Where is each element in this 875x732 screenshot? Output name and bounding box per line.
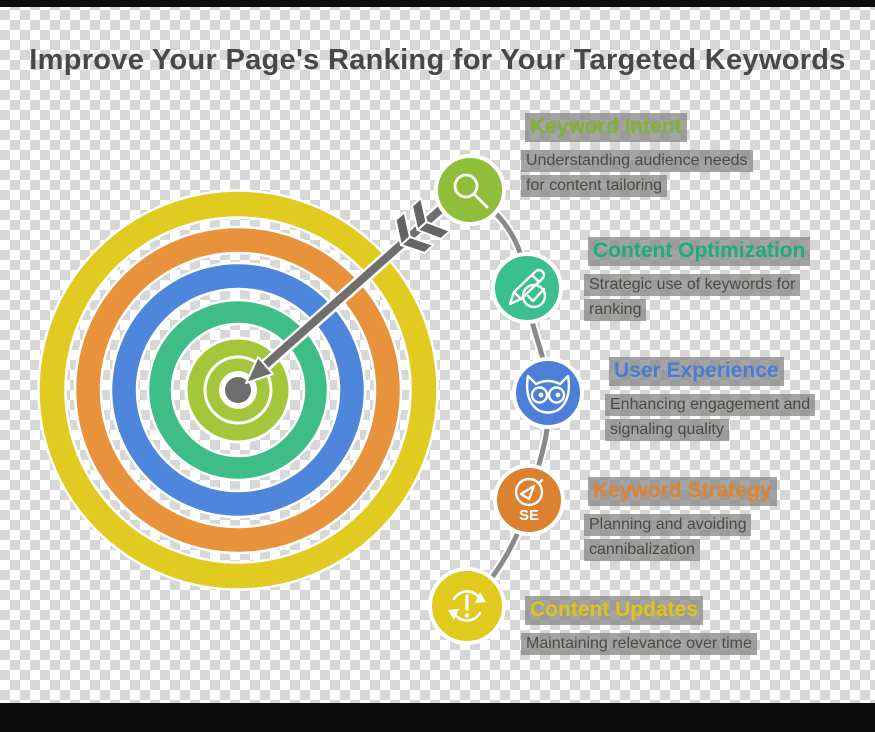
timeline-item-keyword-intent: Keyword Intent Understanding audience ne… xyxy=(521,113,753,200)
timeline-item-description: for content tailoring xyxy=(521,175,668,197)
timeline-item-description: signaling quality xyxy=(605,419,729,441)
timeline-item-title: Content Updates xyxy=(525,596,703,625)
top-border-bar xyxy=(0,0,875,7)
compass-icon: SE xyxy=(514,477,544,524)
target-graphic xyxy=(37,189,439,591)
compass-se-label: SE xyxy=(519,507,539,524)
timeline-item-description: cannibalization xyxy=(584,539,700,561)
owl-icon xyxy=(525,374,571,414)
timeline-item-title: Keyword Strategy xyxy=(588,477,777,506)
timeline-node-keyword-strategy: SE xyxy=(493,464,565,536)
refresh-alert-icon xyxy=(448,590,486,622)
timeline-item-description: Planning and avoiding xyxy=(584,514,752,536)
timeline-node-keyword-intent xyxy=(434,154,506,226)
page-title: Improve Your Page's Ranking for Your Tar… xyxy=(29,44,846,76)
timeline-item-title: Keyword Intent xyxy=(525,113,687,142)
timeline-node-user-experience xyxy=(512,357,584,429)
timeline-item-content-optimization: Content Optimization Strategic use of ke… xyxy=(584,237,811,324)
timeline-item-description: Enhancing engagement and xyxy=(605,394,816,416)
timeline-item-description: ranking xyxy=(584,299,647,321)
arrow-graphic xyxy=(245,197,451,384)
timeline-node-content-optimization xyxy=(491,252,563,324)
timeline-item-content-updates: Content Updates Maintaining relevance ov… xyxy=(521,596,757,658)
timeline-item-description: Strategic use of keywords for xyxy=(584,274,801,296)
timeline-item-keyword-strategy: Keyword Strategy Planning and avoiding c… xyxy=(584,477,777,564)
timeline-item-title: Content Optimization xyxy=(588,237,811,266)
bottom-border-bar xyxy=(0,703,875,732)
timeline-item-description: Understanding audience needs xyxy=(521,150,753,172)
arrow-fletching xyxy=(394,197,451,254)
pencil-check-icon xyxy=(508,268,547,309)
timeline-item-user-experience: User Experience Enhancing engagement and… xyxy=(605,357,816,444)
bullseye-center-dot xyxy=(225,377,251,403)
magnifier-icon xyxy=(453,173,489,209)
timeline-item-title: User Experience xyxy=(609,357,784,386)
arrow-head xyxy=(245,356,274,384)
timeline-node-content-updates xyxy=(428,567,506,645)
timeline-item-description: Maintaining relevance over time xyxy=(521,633,757,655)
